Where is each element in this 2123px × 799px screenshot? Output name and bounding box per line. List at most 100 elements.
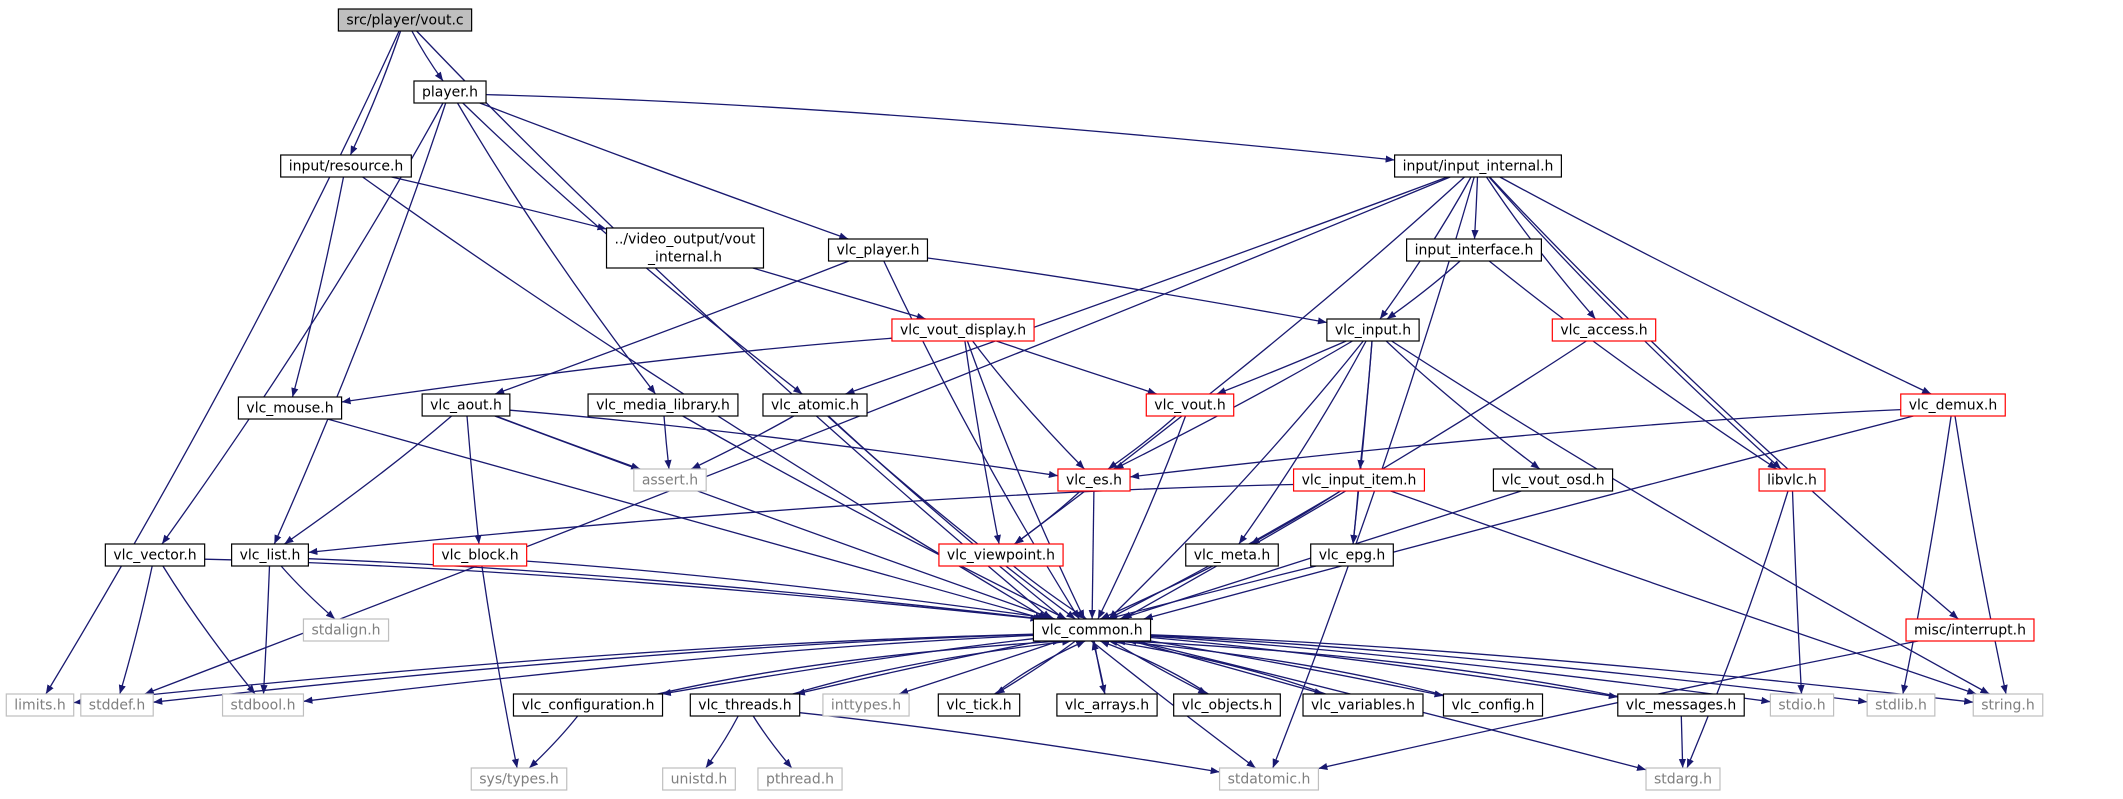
edge bbox=[1114, 340, 1353, 470]
node-box bbox=[1406, 238, 1542, 262]
edge bbox=[362, 176, 1048, 620]
node-box bbox=[1492, 468, 1614, 492]
node-player-h[interactable]: player.h bbox=[413, 80, 487, 104]
edge bbox=[1357, 340, 1373, 470]
node-label: input/input_internal.h bbox=[1403, 159, 1554, 175]
edge-vlc-common-h-to-vlc-objects-h bbox=[1111, 640, 1208, 695]
node-vlc-mouse-h[interactable]: vlc_mouse.h bbox=[237, 396, 343, 420]
node-vout-c[interactable]: src/player/vout.c bbox=[337, 8, 473, 32]
edge bbox=[752, 715, 793, 769]
edge-vlc-demux-h-to-string-h bbox=[1954, 415, 2008, 695]
edge-vlc-atomic-h-to-assert-h bbox=[691, 415, 795, 470]
node-vlc-vout-h[interactable]: vlc_vout.h bbox=[1145, 393, 1235, 417]
edge-vlc-input-item-h-to-vlc-list-h bbox=[308, 483, 1294, 556]
edge bbox=[1385, 340, 1541, 470]
node-vlc-block-h[interactable]: vlc_block.h bbox=[432, 543, 528, 567]
node-vlc-player-h[interactable]: vlc_player.h bbox=[827, 238, 929, 262]
edge bbox=[964, 340, 1001, 545]
node-box bbox=[1057, 468, 1131, 492]
node-vlc-es-h[interactable]: vlc_es.h bbox=[1057, 468, 1131, 492]
node-vlc-demux-h[interactable]: vlc_demux.h bbox=[1900, 393, 2006, 417]
node-vlc-common-h[interactable]: vlc_common.h bbox=[1032, 618, 1152, 642]
node-vlc-meta-h[interactable]: vlc_meta.h bbox=[1185, 543, 1279, 567]
edge bbox=[927, 257, 1328, 325]
node-vlc-input-item-h[interactable]: vlc_input_item.h bbox=[1292, 468, 1426, 492]
edge-player-h-to-vlc-media-library-h bbox=[456, 102, 657, 395]
edge-vlc-meta-h-to-vlc-common-h bbox=[1100, 565, 1213, 620]
node-misc-interrupt-h[interactable]: misc/interrupt.h bbox=[1905, 618, 2035, 642]
node-vlc-vout-osd-h[interactable]: vlc_vout_osd.h bbox=[1492, 468, 1614, 492]
node-box bbox=[1056, 693, 1158, 717]
edge-vlc-list-h-to-vlc-common-h bbox=[308, 558, 1043, 622]
edge bbox=[1014, 490, 1081, 545]
node-vlc-tick-h[interactable]: vlc_tick.h bbox=[937, 693, 1021, 717]
node-label: vlc_aout.h bbox=[430, 398, 502, 414]
edge bbox=[303, 634, 1034, 704]
edge-vlc-common-h-to-string-h bbox=[1150, 634, 1974, 705]
node-vlc-threads-h[interactable]: vlc_threads.h bbox=[689, 693, 801, 717]
node-box bbox=[937, 693, 1021, 717]
edge-vlc-input-h-to-vlc-vout-osd-h bbox=[1385, 340, 1541, 470]
edge bbox=[327, 418, 1045, 621]
node-label: player.h bbox=[422, 85, 478, 101]
edge-vlc-common-h-to-inttypes-h bbox=[898, 640, 1060, 695]
node-label: vlc_config.h bbox=[1451, 698, 1534, 714]
node-vlc-objects-h[interactable]: vlc_objects.h bbox=[1173, 693, 1281, 717]
edge-vlc-common-h-to-stdio-h bbox=[1150, 635, 1771, 705]
node-label: pthread.h bbox=[766, 772, 834, 788]
node-vlc-config-h[interactable]: vlc_config.h bbox=[1442, 693, 1544, 717]
edge-vlc-aout-h-to-vlc-block-h bbox=[466, 415, 482, 545]
edge bbox=[661, 638, 1034, 697]
edge-vlc-player-h-to-vlc-common-h bbox=[883, 260, 1080, 620]
node-vlc-arrays-h[interactable]: vlc_arrays.h bbox=[1056, 693, 1158, 717]
node-box bbox=[1185, 543, 1279, 567]
node-label: assert.h bbox=[642, 473, 698, 489]
edge-vlc-common-h-to-stddef-h bbox=[153, 633, 1034, 705]
node-vlc-vector-h[interactable]: vlc_vector.h bbox=[104, 543, 206, 567]
node-vlc-epg-h[interactable]: vlc_epg.h bbox=[1310, 543, 1394, 567]
edge-vlc-common-h-to-vlc-messages-h bbox=[1150, 636, 1618, 700]
edge-input-internal-h-to-stddef-h bbox=[144, 176, 1451, 695]
node-string-h: string.h bbox=[1972, 693, 2044, 717]
edge bbox=[883, 260, 1080, 620]
node-vlc-input-h[interactable]: vlc_input.h bbox=[1326, 318, 1420, 342]
node-box bbox=[231, 543, 309, 567]
node-input-internal-h[interactable]: input/input_internal.h bbox=[1394, 154, 1562, 178]
edge-input-internal-h-to-vlc-demux-h bbox=[1499, 176, 1932, 395]
node-label: vlc_mouse.h bbox=[246, 401, 333, 417]
node-box bbox=[1292, 468, 1426, 492]
edge-vlc-es-h-to-vlc-common-h bbox=[1088, 490, 1096, 620]
edge bbox=[416, 30, 1052, 620]
node-unistd-h: unistd.h bbox=[662, 767, 736, 791]
edge-vlc-configuration-h-to-sys-types-h bbox=[528, 715, 579, 769]
node-label: vlc_viewpoint.h bbox=[947, 548, 1055, 564]
node-input-resource-h[interactable]: input/resource.h bbox=[280, 154, 412, 178]
node-vlc-messages-h[interactable]: vlc_messages.h bbox=[1617, 693, 1745, 717]
node-vout-internal-h[interactable]: ../video_output/vout_internal.h bbox=[605, 227, 765, 269]
node-vlc-vout-display-h[interactable]: vlc_vout_display.h bbox=[891, 318, 1035, 342]
edge-vlc-vout-display-h-to-vlc-es-h bbox=[972, 340, 1085, 470]
node-label: vlc_block.h bbox=[441, 548, 518, 564]
edge-vlc-config-h-to-vlc-common-h bbox=[1116, 638, 1444, 696]
node-vlc-configuration-h[interactable]: vlc_configuration.h bbox=[512, 693, 664, 717]
edge-vlc-tick-h-to-vlc-common-h bbox=[994, 640, 1086, 695]
edge-vlc-arrays-h-to-vlc-common-h bbox=[1091, 640, 1106, 695]
edge-vlc-input-h-to-vlc-meta-h bbox=[1238, 340, 1367, 545]
edge bbox=[1108, 340, 1364, 620]
node-vlc-viewpoint-h[interactable]: vlc_viewpoint.h bbox=[938, 543, 1064, 567]
edge-vlc-block-h-to-sys-types-h bbox=[481, 565, 519, 769]
node-label: inttypes.h bbox=[831, 698, 901, 714]
node-libvlc-h[interactable]: libvlc.h bbox=[1758, 468, 1826, 492]
node-vlc-media-library-h[interactable]: vlc_media_library.h bbox=[587, 393, 739, 417]
node-vlc-list-h[interactable]: vlc_list.h bbox=[231, 543, 309, 567]
node-box bbox=[302, 618, 390, 642]
node-vlc-aout-h[interactable]: vlc_aout.h bbox=[421, 393, 511, 417]
edge-vlc-common-h-to-stdlib-h bbox=[1150, 634, 1868, 705]
node-vlc-atomic-h[interactable]: vlc_atomic.h bbox=[762, 393, 868, 417]
node-label: stdlib.h bbox=[1875, 698, 1927, 714]
node-box bbox=[1442, 693, 1544, 717]
node-input-interface-h[interactable]: input_interface.h bbox=[1406, 238, 1542, 262]
node-stddef-h: stddef.h bbox=[80, 693, 154, 717]
node-vlc-variables-h[interactable]: vlc_variables.h bbox=[1302, 693, 1424, 717]
node-vlc-access-h[interactable]: vlc_access.h bbox=[1551, 318, 1657, 342]
